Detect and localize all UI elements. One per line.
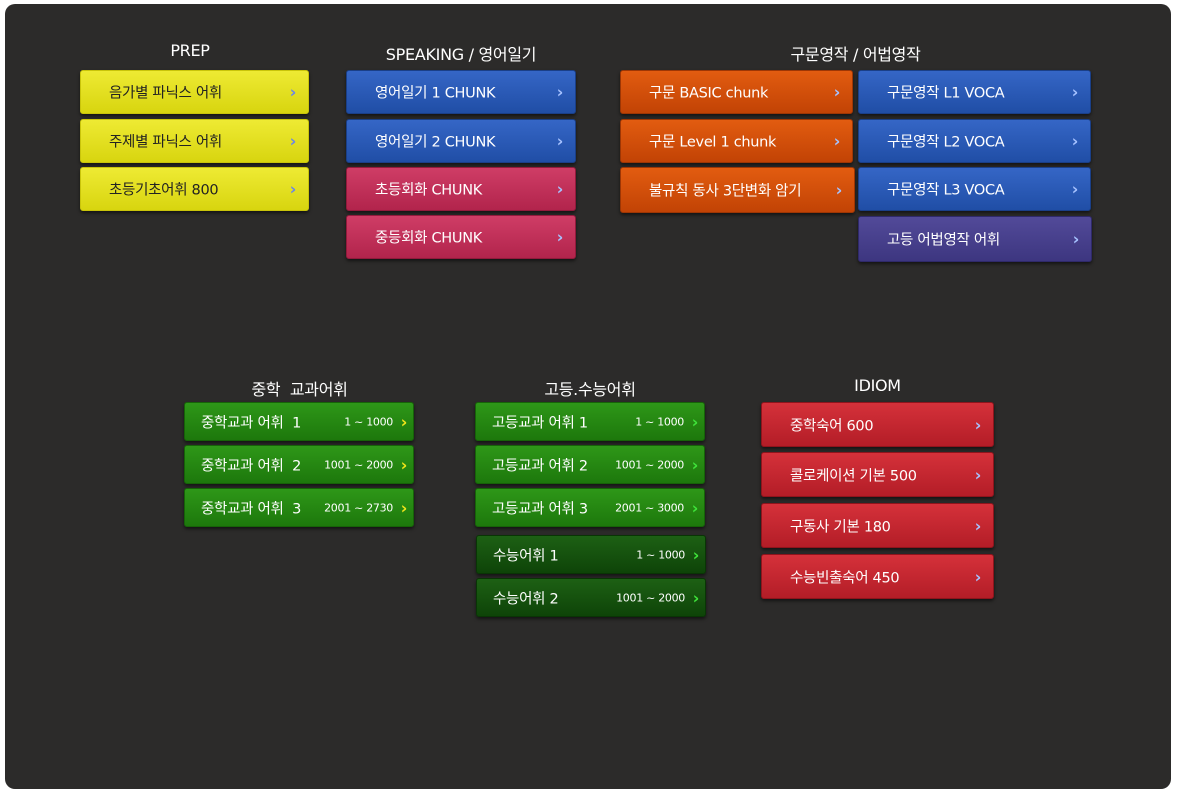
composition-item[interactable]: 구문영작 L1 VOCA › bbox=[858, 70, 1091, 114]
composition-item[interactable]: 고등 어법영작 어휘 › bbox=[858, 216, 1092, 262]
chevron-right-icon: › bbox=[691, 498, 699, 517]
item-label: 중학교과 어휘 3 bbox=[201, 501, 302, 517]
item-label: 고등교과 어휘 3 bbox=[492, 501, 588, 517]
item-label: 구문영작 L2 VOCA bbox=[887, 134, 1005, 151]
section-title-speaking: SPEAKING / 영어일기 bbox=[385, 45, 537, 64]
composition-item[interactable]: 구문영작 L3 VOCA › bbox=[858, 167, 1091, 211]
range-label: 2001 ~ 3000 bbox=[615, 501, 684, 514]
chevron-right-icon: › bbox=[692, 588, 700, 607]
speaking-item[interactable]: 초등회화 CHUNK › bbox=[346, 167, 576, 211]
chevron-right-icon: › bbox=[1072, 229, 1080, 249]
section-title-prep: PREP bbox=[170, 41, 210, 60]
middle-school-item[interactable]: 중학교과 어휘 1 1 ~ 1000 › bbox=[184, 402, 414, 441]
section-title-high-school: 고등.수능어휘 bbox=[544, 380, 636, 399]
item-label: 고등교과 어휘 1 bbox=[492, 415, 588, 431]
speaking-item[interactable]: 중등회화 CHUNK › bbox=[346, 215, 576, 259]
item-label: 중학교과 어휘 1 bbox=[201, 415, 302, 431]
item-label: 구문 BASIC chunk bbox=[649, 85, 769, 102]
range-label: 1 ~ 1000 bbox=[635, 415, 684, 428]
chevron-right-icon: › bbox=[556, 179, 564, 199]
chevron-right-icon: › bbox=[974, 567, 982, 586]
chevron-right-icon: › bbox=[400, 498, 408, 517]
high-school-item[interactable]: 고등교과 어휘 2 1001 ~ 2000 › bbox=[475, 445, 705, 484]
item-label: 음가별 파닉스 어휘 bbox=[109, 85, 222, 102]
prep-item[interactable]: 초등기초어휘 800 › bbox=[80, 167, 309, 211]
chevron-right-icon: › bbox=[289, 82, 297, 102]
item-label: 콜로케이션 기본 500 bbox=[790, 468, 917, 484]
range-label: 1 ~ 1000 bbox=[344, 415, 393, 428]
chevron-right-icon: › bbox=[833, 82, 841, 102]
range-label: 1001 ~ 2000 bbox=[324, 458, 393, 471]
chevron-right-icon: › bbox=[556, 82, 564, 102]
section-title-middle-school: 중학 교과어휘 bbox=[251, 380, 348, 399]
item-label: 수능어휘 2 bbox=[493, 591, 559, 607]
main-panel: PREP 음가별 파닉스 어휘 › 주제별 파닉스 어휘 › 초등기초어휘 80… bbox=[5, 4, 1171, 789]
range-label: 1001 ~ 2000 bbox=[615, 458, 684, 471]
item-label: 수능어휘 1 bbox=[493, 548, 559, 564]
item-label: 주제별 파닉스 어휘 bbox=[109, 134, 222, 151]
chevron-right-icon: › bbox=[1071, 82, 1079, 102]
chevron-right-icon: › bbox=[289, 131, 297, 151]
item-label: 수능빈출숙어 450 bbox=[790, 570, 900, 586]
speaking-item[interactable]: 영어일기 2 CHUNK › bbox=[346, 119, 576, 163]
section-title-idiom: IDIOM bbox=[854, 376, 901, 395]
chevron-right-icon: › bbox=[1071, 131, 1079, 151]
chevron-right-icon: › bbox=[400, 455, 408, 474]
range-label: 2001 ~ 2730 bbox=[324, 501, 393, 514]
chevron-right-icon: › bbox=[691, 412, 699, 431]
range-label: 1001 ~ 2000 bbox=[616, 591, 685, 604]
item-label: 영어일기 2 CHUNK bbox=[375, 134, 496, 151]
item-label: 구문영작 L3 VOCA bbox=[887, 182, 1005, 199]
item-label: 중등회화 CHUNK bbox=[375, 230, 482, 247]
item-label: 영어일기 1 CHUNK bbox=[375, 85, 496, 102]
item-label: 고등 어법영작 어휘 bbox=[887, 232, 1000, 249]
chevron-right-icon: › bbox=[974, 415, 982, 434]
section-title-composition: 구문영작 / 어법영작 bbox=[790, 45, 921, 64]
high-school-item[interactable]: 고등교과 어휘 1 1 ~ 1000 › bbox=[475, 402, 705, 441]
item-label: 중학숙어 600 bbox=[790, 418, 874, 434]
item-label: 구동사 기본 180 bbox=[790, 519, 891, 535]
item-label: 구문영작 L1 VOCA bbox=[887, 85, 1005, 102]
prep-item[interactable]: 음가별 파닉스 어휘 › bbox=[80, 70, 309, 114]
chevron-right-icon: › bbox=[833, 131, 841, 151]
composition-item[interactable]: 불규칙 동사 3단변화 암기 › bbox=[620, 167, 855, 213]
middle-school-item[interactable]: 중학교과 어휘 2 1001 ~ 2000 › bbox=[184, 445, 414, 484]
high-school-item[interactable]: 고등교과 어휘 3 2001 ~ 3000 › bbox=[475, 488, 705, 527]
chevron-right-icon: › bbox=[691, 455, 699, 474]
range-label: 1 ~ 1000 bbox=[636, 548, 685, 561]
middle-school-item[interactable]: 중학교과 어휘 3 2001 ~ 2730 › bbox=[184, 488, 414, 527]
item-label: 불규칙 동사 3단변화 암기 bbox=[649, 183, 802, 200]
item-label: 초등회화 CHUNK bbox=[375, 182, 482, 199]
chevron-right-icon: › bbox=[400, 412, 408, 431]
chevron-right-icon: › bbox=[556, 131, 564, 151]
item-label: 초등기초어휘 800 bbox=[109, 182, 219, 199]
suneung-item[interactable]: 수능어휘 2 1001 ~ 2000 › bbox=[476, 578, 706, 617]
chevron-right-icon: › bbox=[974, 516, 982, 535]
chevron-right-icon: › bbox=[974, 465, 982, 484]
prep-item[interactable]: 주제별 파닉스 어휘 › bbox=[80, 119, 309, 163]
item-label: 구문 Level 1 chunk bbox=[649, 134, 777, 151]
chevron-right-icon: › bbox=[835, 180, 843, 200]
chevron-right-icon: › bbox=[289, 179, 297, 199]
speaking-item[interactable]: 영어일기 1 CHUNK › bbox=[346, 70, 576, 114]
item-label: 중학교과 어휘 2 bbox=[201, 458, 302, 474]
chevron-right-icon: › bbox=[692, 545, 700, 564]
idiom-item[interactable]: 콜로케이션 기본 500 › bbox=[761, 452, 994, 497]
chevron-right-icon: › bbox=[1071, 179, 1079, 199]
item-label: 고등교과 어휘 2 bbox=[492, 458, 588, 474]
composition-item[interactable]: 구문 Level 1 chunk › bbox=[620, 119, 853, 163]
composition-item[interactable]: 구문영작 L2 VOCA › bbox=[858, 119, 1091, 163]
composition-item[interactable]: 구문 BASIC chunk › bbox=[620, 70, 853, 114]
idiom-item[interactable]: 중학숙어 600 › bbox=[761, 402, 994, 447]
idiom-item[interactable]: 수능빈출숙어 450 › bbox=[761, 554, 994, 599]
suneung-item[interactable]: 수능어휘 1 1 ~ 1000 › bbox=[476, 535, 706, 574]
idiom-item[interactable]: 구동사 기본 180 › bbox=[761, 503, 994, 548]
chevron-right-icon: › bbox=[556, 227, 564, 247]
